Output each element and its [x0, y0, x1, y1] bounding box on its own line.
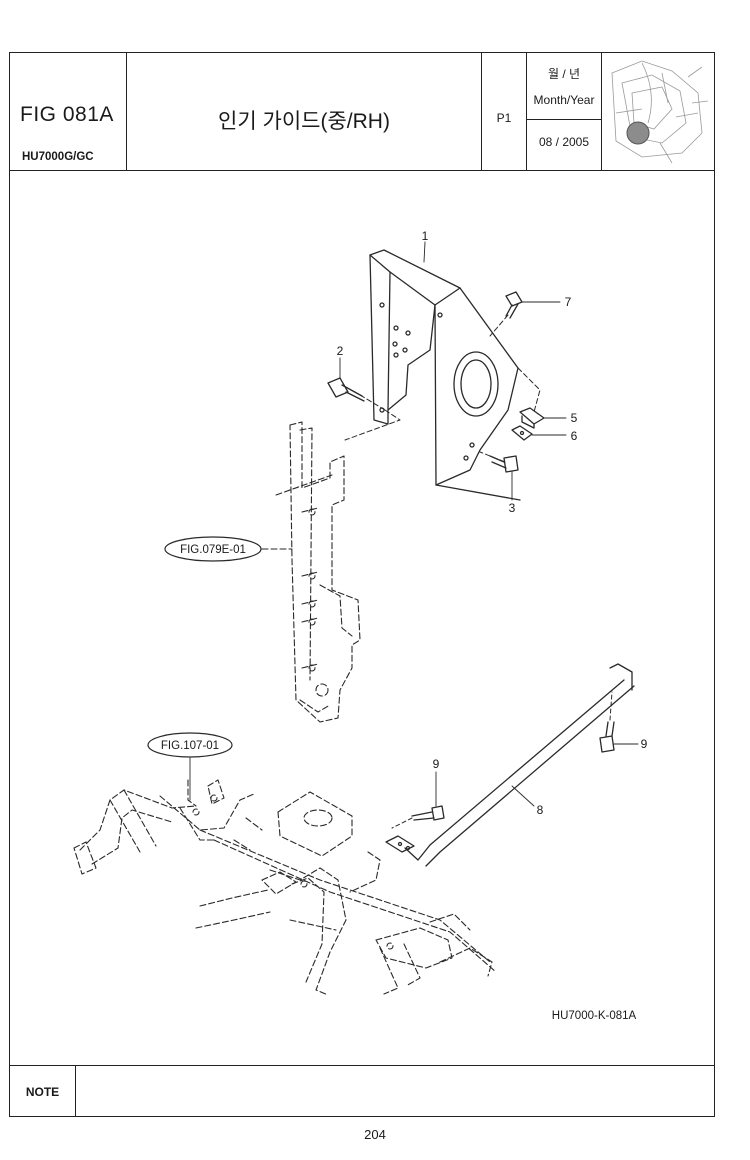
callout-7: 7	[565, 295, 572, 309]
bolt-part-3	[489, 455, 519, 473]
model-number: HU7000G/GC	[22, 151, 94, 163]
date-value: 08 / 2005	[538, 135, 590, 149]
reference-107-bubble[interactable]: FIG.107-01	[147, 732, 233, 758]
guide-rod	[385, 663, 635, 867]
clip-nut-part-5	[519, 407, 545, 429]
page-number: 204	[364, 1127, 386, 1142]
clip-nut-part-6	[511, 425, 533, 441]
bolt-part-7	[505, 291, 523, 319]
bolt-part-9-right	[599, 691, 615, 753]
figure-title: 인기 가이드(중/RH)	[218, 110, 390, 133]
title-block: FIG 081A HU7000G/GC 인기 가이드(중/RH) P1 월 / …	[10, 53, 714, 171]
callout-8: 8	[537, 803, 544, 817]
location-thumbnail-image	[611, 60, 709, 164]
location-thumbnail-cell	[602, 53, 714, 170]
callout-3: 3	[509, 501, 516, 515]
frame-reference-107	[73, 779, 497, 996]
drawing-code: HU7000-K-081A	[552, 1010, 637, 1022]
page-frame: FIG 081A HU7000G/GC 인기 가이드(중/RH) P1 월 / …	[9, 52, 715, 1117]
callout-9-left: 9	[433, 757, 440, 771]
callout-5: 5	[571, 411, 578, 425]
reference-079E-label: FIG.079E-01	[180, 544, 246, 556]
frame-reference-079E	[261, 421, 361, 723]
date-divider	[527, 119, 601, 120]
callout-1: 1	[422, 229, 429, 243]
reference-107-label: FIG.107-01	[161, 740, 219, 752]
bolt-part-9-left	[391, 805, 445, 829]
note-row: NOTE	[10, 1065, 714, 1117]
bolt-part-2	[327, 377, 365, 402]
date-label-en: Month/Year	[533, 93, 595, 107]
date-cell: 월 / 년 Month/Year 08 / 2005	[527, 53, 602, 170]
title-cell: 인기 가이드(중/RH)	[127, 53, 482, 170]
page-code: P1	[496, 111, 512, 125]
callout-6: 6	[571, 429, 578, 443]
callout-9-right: 9	[641, 737, 648, 751]
reference-079E-bubble[interactable]: FIG.079E-01	[164, 536, 262, 562]
page-code-cell: P1	[482, 53, 527, 170]
fig-cell: FIG 081A HU7000G/GC	[10, 53, 127, 170]
callout-2: 2	[337, 344, 344, 358]
guide-plate	[369, 249, 521, 501]
note-label: NOTE	[10, 1066, 76, 1117]
date-label-ko: 월 / 년	[547, 67, 581, 81]
figure-number: FIG 081A	[20, 103, 114, 126]
